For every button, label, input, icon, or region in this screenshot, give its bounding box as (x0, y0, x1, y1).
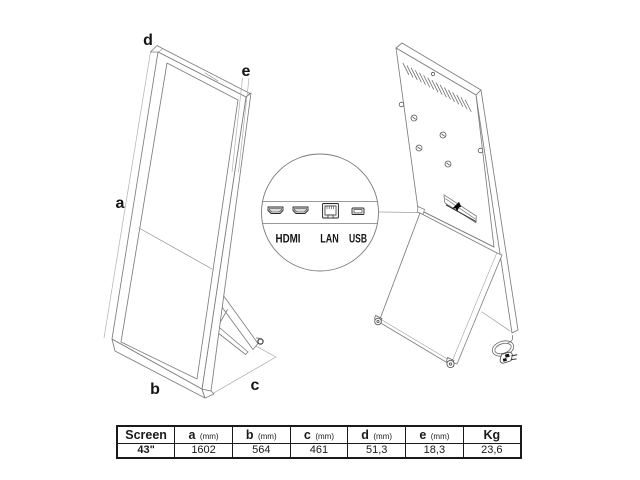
col-header-screen: Screen (116, 425, 176, 444)
cell-c-value: 461 (289, 443, 349, 459)
spec-table: Screen a (mm) b (mm) c (mm) d (mm) e (mm… (116, 425, 522, 459)
cell-a-value: 1602 (174, 443, 233, 459)
screen-reflection-line (138, 227, 213, 270)
dim-label-b: b (150, 381, 160, 398)
rear-bottom-edge (481, 311, 511, 332)
vesa-screw-holes (398, 71, 484, 168)
power-plug-icon (499, 351, 518, 364)
rear-view-figure (374, 42, 519, 369)
lan-label: LAN (320, 234, 339, 246)
lan-port-icon (322, 203, 339, 219)
hdmi-port-icon-1 (267, 206, 284, 214)
hdmi-port-icon-2 (292, 206, 309, 214)
strut-caster-wheel (257, 338, 264, 345)
cell-b-value: 564 (231, 443, 291, 459)
kickstand-plate (379, 212, 503, 367)
caster-wheel-right (446, 357, 455, 369)
col-header-a: a (mm) (174, 425, 233, 444)
kickstand-strut (214, 294, 264, 355)
top-screw (430, 71, 436, 77)
cell-e-value: 18,3 (405, 443, 464, 459)
depth-corner-cap (150, 45, 163, 53)
vent-grille (402, 62, 472, 112)
usb-label: USB (349, 234, 367, 246)
col-header-b: b (mm) (231, 425, 291, 444)
port-recess (443, 194, 477, 224)
screw-hole (477, 147, 484, 154)
cell-kg-value: 23,6 (462, 443, 522, 459)
rear-panel (395, 42, 519, 334)
dim-label-e: e (242, 63, 251, 80)
caster-wheel-left (374, 315, 383, 326)
screw-hole (398, 101, 405, 108)
col-header-e: e (mm) (405, 425, 464, 444)
cell-d-value: 51,3 (347, 443, 407, 459)
callout-circle (261, 153, 379, 272)
rear-side-column (475, 89, 519, 334)
spec-table-data-row: 43" 1602 564 461 51,3 18,3 23,6 (116, 443, 522, 459)
dim-label-c: c (251, 377, 260, 394)
front-view-figure: d e a b c (103, 32, 277, 399)
ports-callout: HDMI LAN USB (261, 153, 453, 272)
dim-label-d: d (143, 32, 153, 49)
screen-bezel-inner (120, 62, 239, 380)
dim-label-a: a (116, 195, 125, 212)
cell-screen-size: 43" (116, 443, 176, 459)
display-front-face (111, 51, 247, 390)
usb-port-icon (351, 207, 365, 215)
dim-a-extension-line (103, 51, 151, 339)
bezel-tick (204, 72, 219, 82)
recess-arrow-icon (452, 201, 462, 212)
display-body (111, 45, 252, 392)
col-header-c: c (mm) (289, 425, 349, 444)
spec-table-header-row: Screen a (mm) b (mm) c (mm) d (mm) e (mm… (116, 425, 522, 444)
rear-panel-face (395, 47, 495, 248)
dim-e-extension-lines (231, 77, 250, 173)
col-header-kg: Kg (462, 425, 522, 444)
col-header-d: d (mm) (347, 425, 407, 444)
power-cord (491, 335, 518, 364)
hdmi-label: HDMI (276, 234, 301, 246)
